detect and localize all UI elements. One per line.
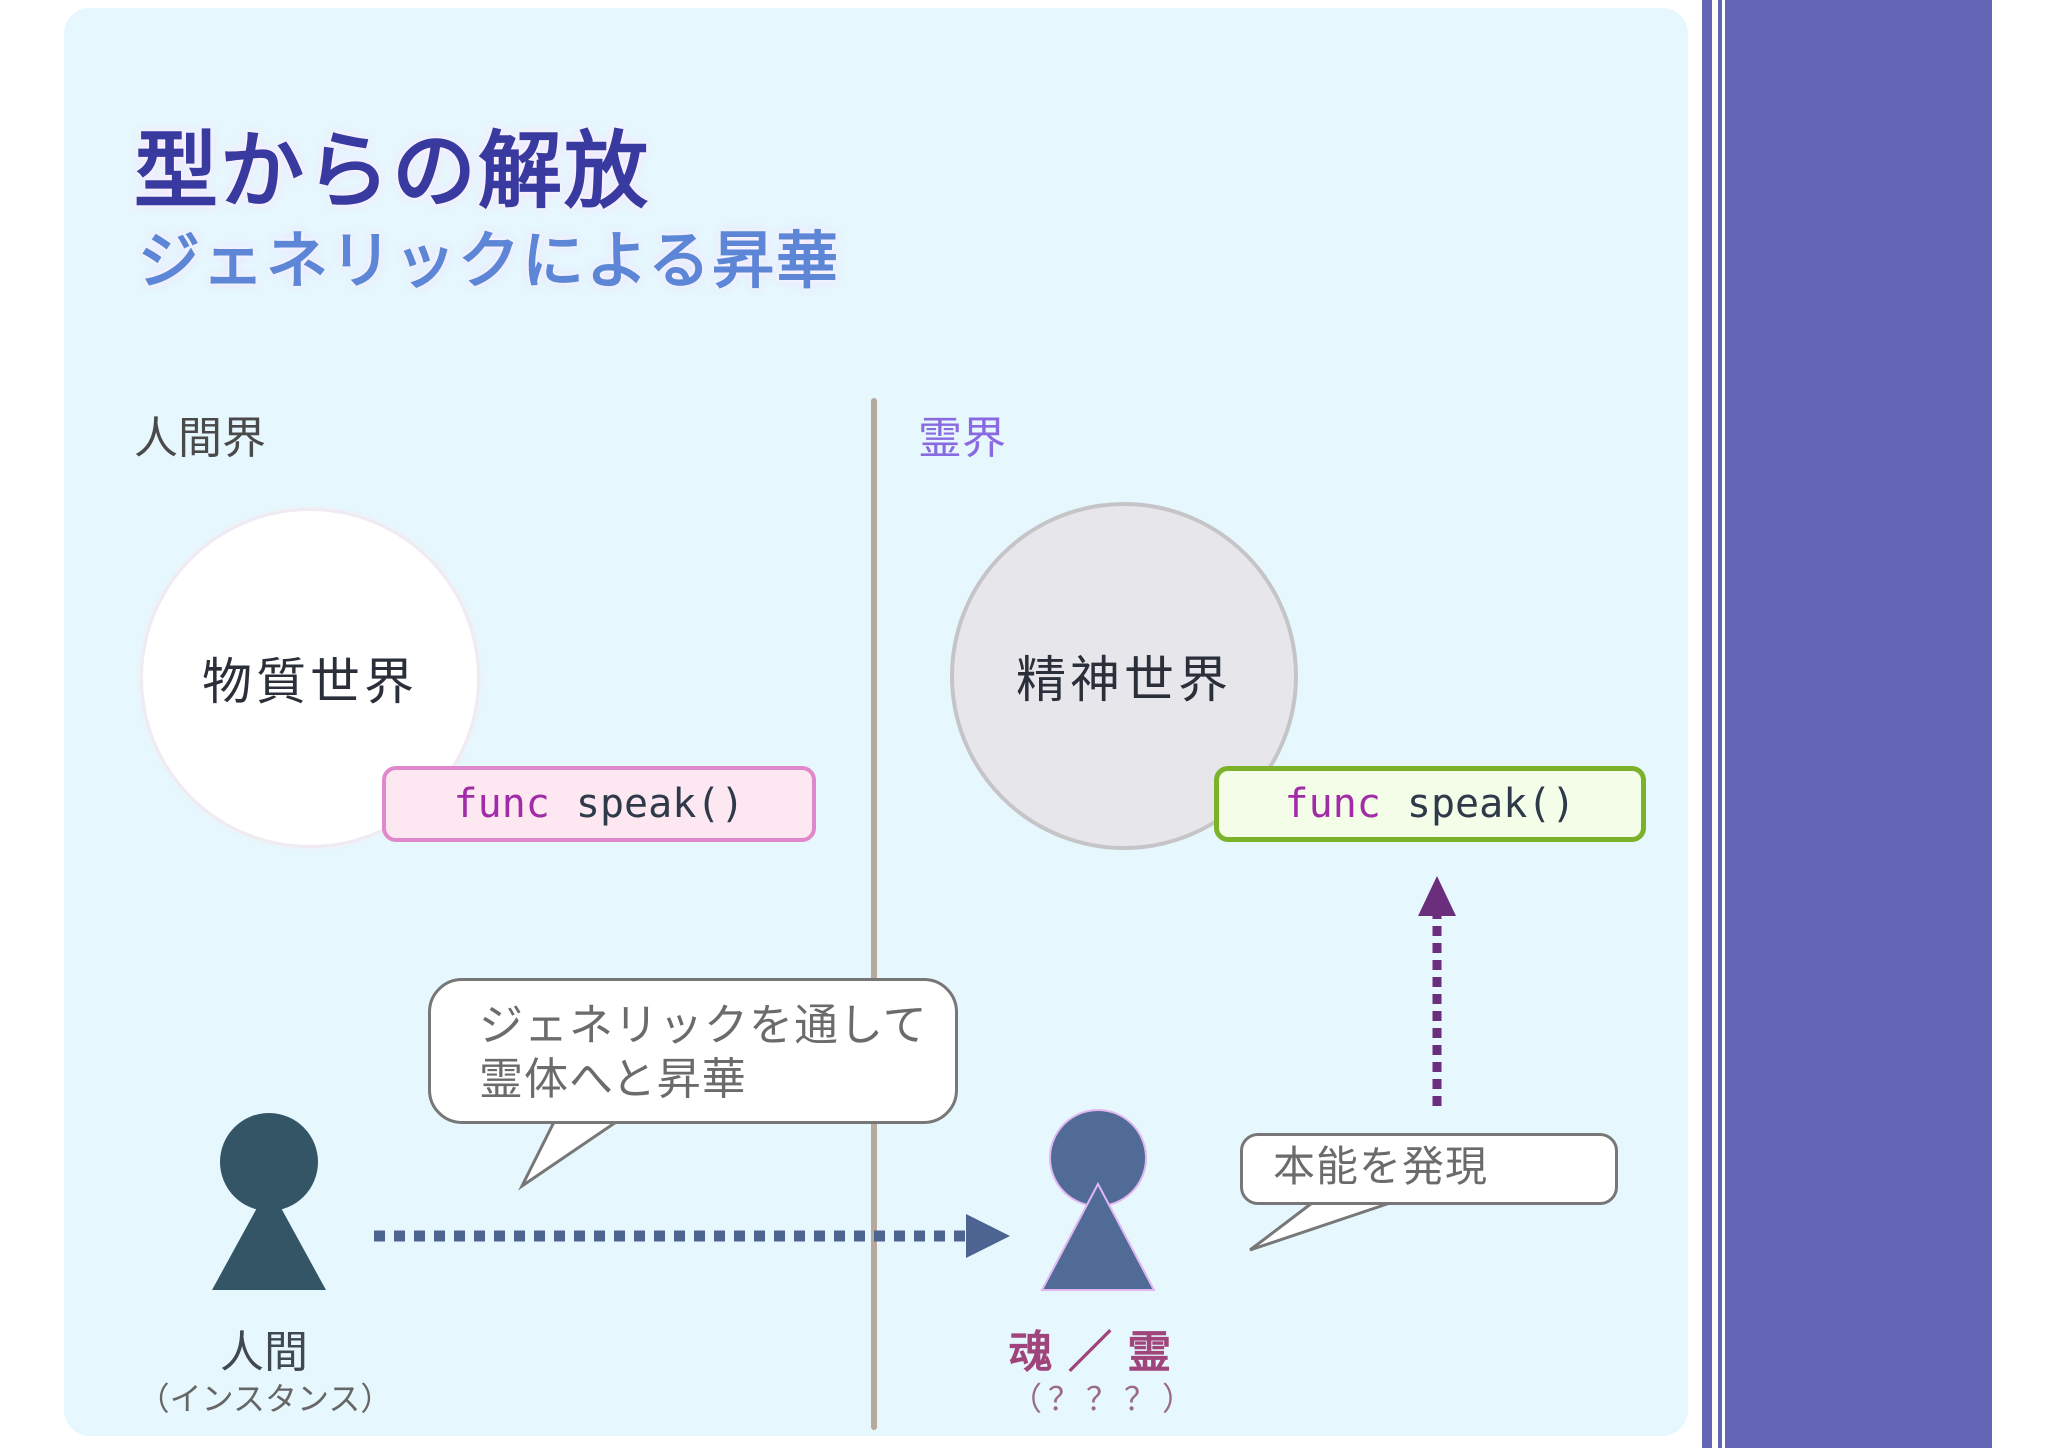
human-realm-label: 人間界 xyxy=(134,413,266,464)
instinct-speech-bubble: 本能を発現 xyxy=(1240,1133,1618,1205)
sublimate-text-line2: 霊体へと昇華 xyxy=(479,1054,747,1105)
sublimate-speech-bubble: ジェネリックを通して 霊体へと昇華 xyxy=(428,978,958,1124)
realm-divider-line xyxy=(871,398,877,1430)
human-label: 人間 xyxy=(220,1327,308,1378)
spirit-sublabel: （？？？） xyxy=(1010,1380,1201,1418)
sublimate-text-line1: ジェネリックを通して xyxy=(479,1000,928,1051)
method-name: speak() xyxy=(575,781,745,827)
slide-title: 型からの解放 xyxy=(134,122,651,220)
spirit-realm-label: 霊界 xyxy=(918,413,1006,464)
spirit-label: 魂 ／ 霊 xyxy=(1008,1327,1172,1378)
spiritual-world-label: 精神世界 xyxy=(1016,651,1232,709)
sidebar-divider-line xyxy=(1712,0,1718,1448)
func-keyword: func xyxy=(453,781,550,827)
func-keyword: func xyxy=(1284,781,1381,827)
physical-world-label: 物質世界 xyxy=(202,653,418,711)
method-name: speak() xyxy=(1406,781,1576,827)
sidebar-band xyxy=(1702,0,1992,1448)
slide-subtitle: ジェネリックによる昇華 xyxy=(138,224,841,297)
sidebar-divider-line-thin xyxy=(1722,0,1725,1448)
human-sublabel: （インスタンス） xyxy=(137,1380,393,1418)
physical-speak-method-box: func speak() xyxy=(382,766,816,842)
instinct-text: 本能を発現 xyxy=(1273,1142,1489,1191)
spiritual-speak-method-box: func speak() xyxy=(1214,766,1646,842)
